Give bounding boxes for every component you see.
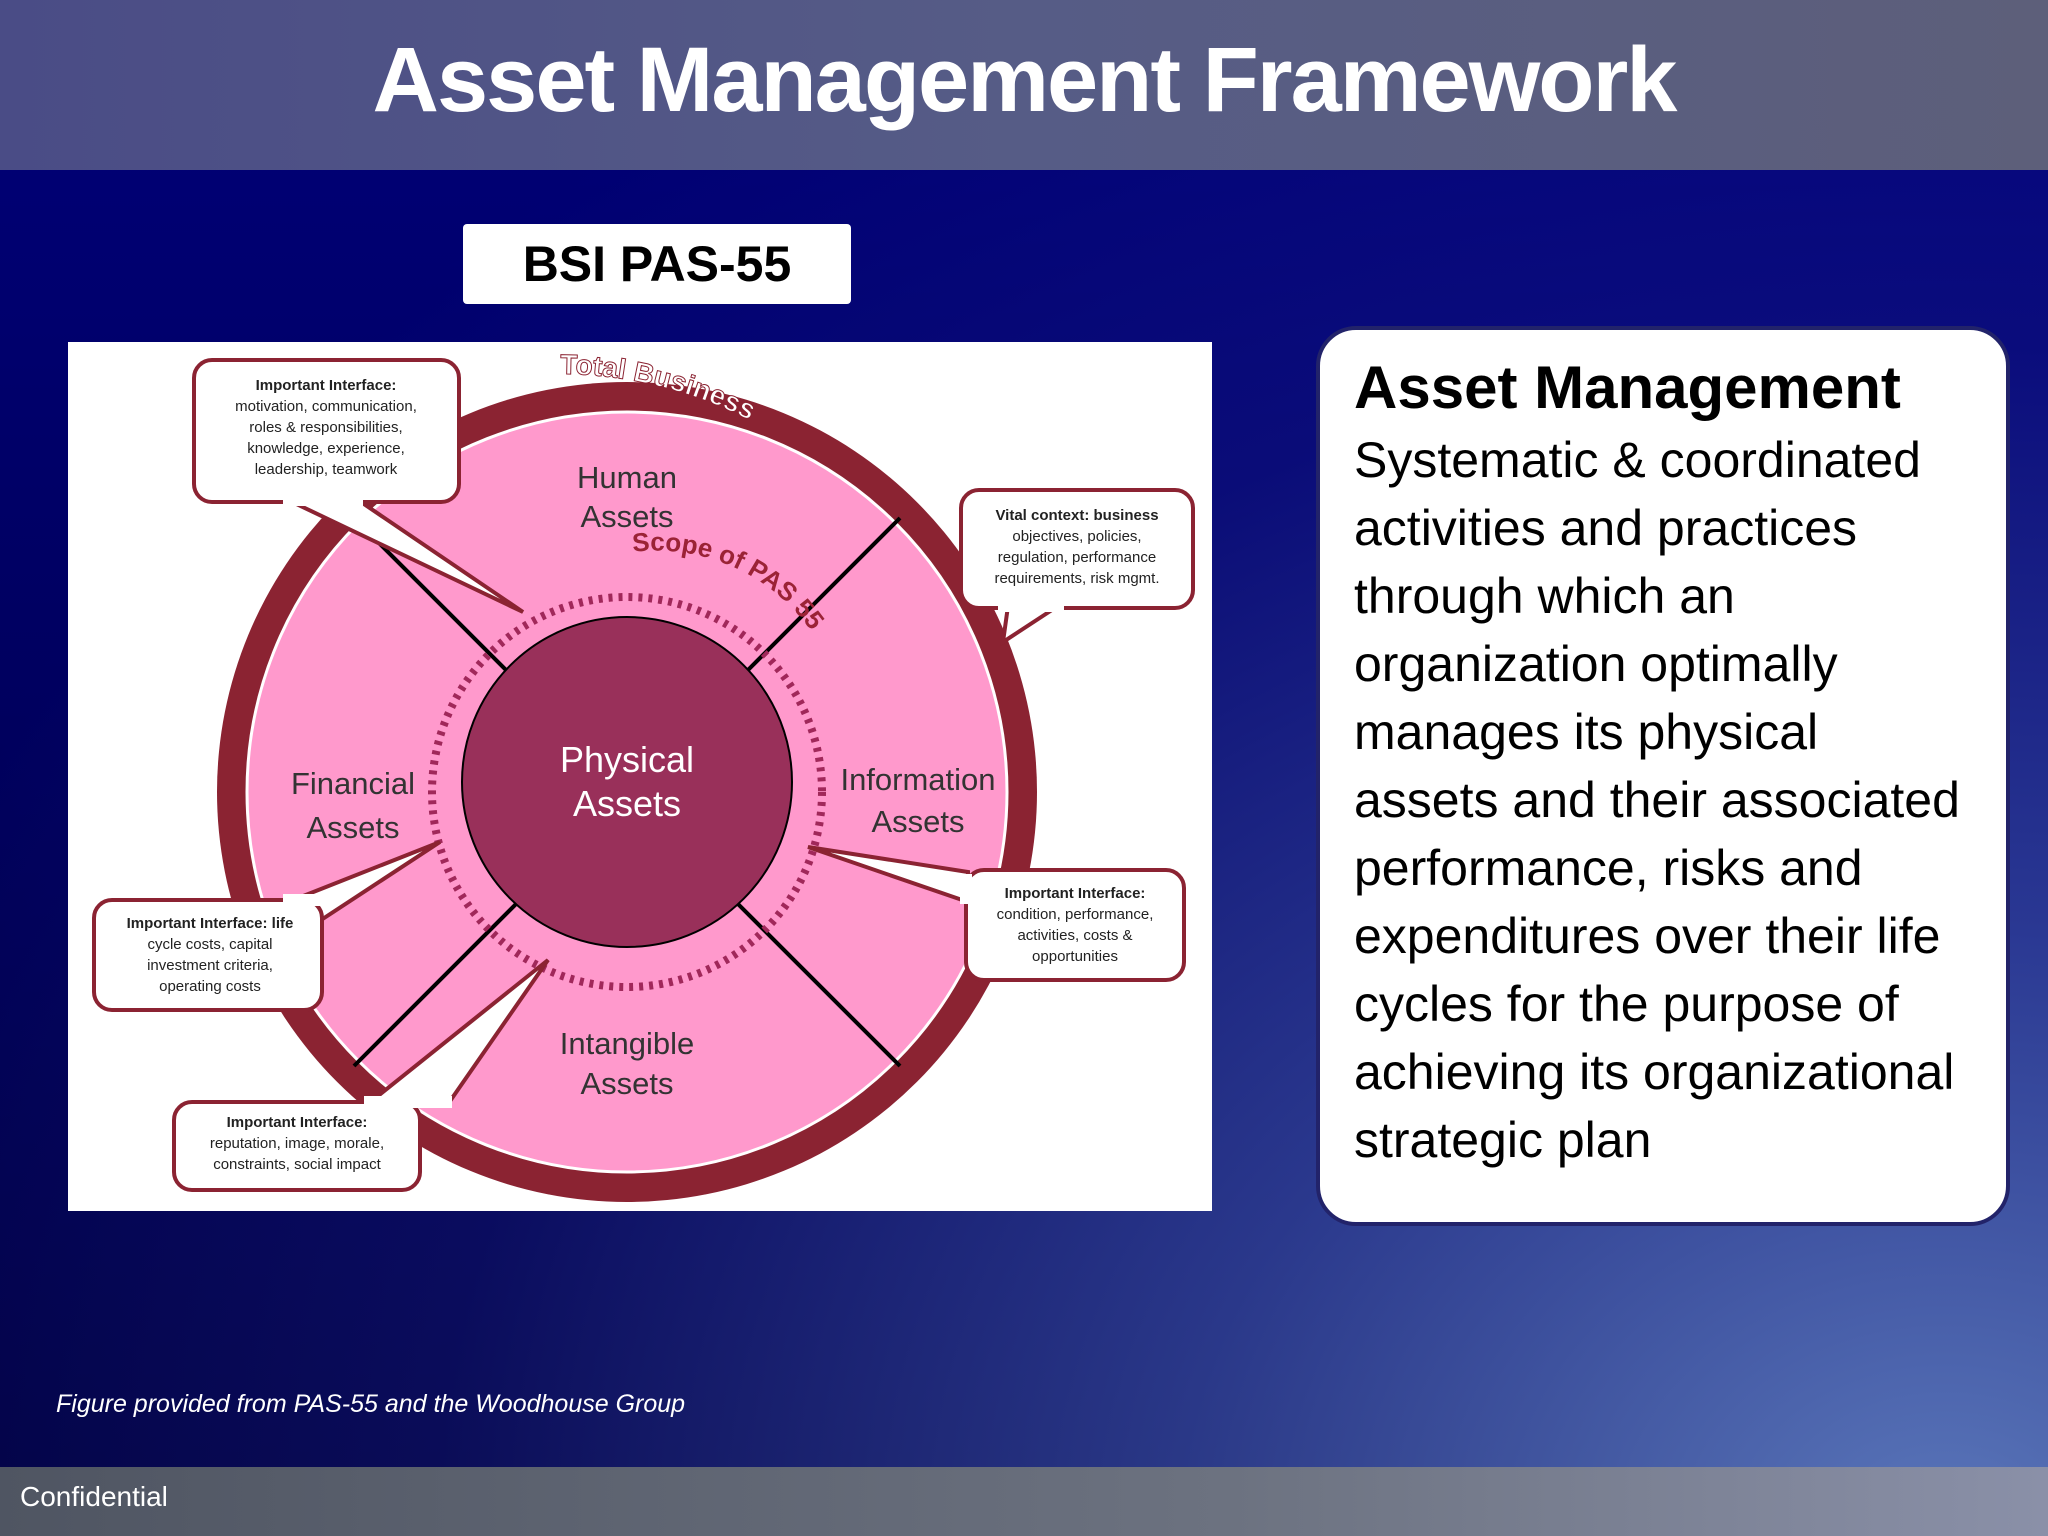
footer-bar: Confidential bbox=[0, 1467, 2048, 1536]
callout-top-right: Vital context: business objectives, poli… bbox=[959, 488, 1195, 647]
figure-caption: Figure provided from PAS-55 and the Wood… bbox=[56, 1390, 686, 1418]
human-assets-line1: Human bbox=[577, 460, 677, 495]
callout-right: Important Interface: condition, performa… bbox=[807, 845, 1186, 982]
callout-bottom: Important Interface: reputation, image, … bbox=[172, 958, 550, 1192]
svg-text:requirements, risk mgmt.: requirements, risk mgmt. bbox=[994, 570, 1159, 587]
title-bar: Asset Management Framework bbox=[0, 0, 2048, 170]
svg-text:objectives, policies,: objectives, policies, bbox=[1012, 528, 1141, 545]
svg-text:opportunities: opportunities bbox=[1032, 948, 1118, 965]
intangible-assets-line1: Intangible bbox=[560, 1026, 694, 1061]
information-assets-line1: Information bbox=[840, 762, 995, 797]
svg-text:motivation, communication,: motivation, communication, bbox=[235, 398, 417, 415]
financial-assets-line2: Assets bbox=[306, 810, 399, 845]
svg-text:leadership, teamwork: leadership, teamwork bbox=[255, 461, 398, 478]
definition-card: Asset Management Systematic & coordinate… bbox=[1316, 326, 2010, 1226]
callout-left: Important Interface: life cycle costs, c… bbox=[92, 840, 442, 1012]
svg-text:Important Interface:: Important Interface: bbox=[256, 377, 397, 394]
svg-text:reputation, image, morale,: reputation, image, morale, bbox=[210, 1135, 384, 1152]
svg-text:cycle costs, capital: cycle costs, capital bbox=[147, 936, 272, 953]
standard-badge: BSI PAS-55 bbox=[463, 224, 851, 304]
svg-text:investment criteria,: investment criteria, bbox=[147, 957, 273, 974]
intangible-assets-line2: Assets bbox=[580, 1066, 673, 1101]
center-circle bbox=[461, 616, 793, 948]
information-assets-line2: Assets bbox=[871, 804, 964, 839]
slide-title: Asset Management Framework bbox=[372, 29, 1678, 131]
human-assets-line2: Assets bbox=[580, 499, 673, 534]
center-label-line1: Physical bbox=[560, 739, 694, 780]
callout-top-left: Important Interface: motivation, communi… bbox=[192, 358, 525, 614]
definition-body: Systematic & coordinated activities and … bbox=[1354, 432, 1960, 1168]
svg-text:Important Interface: life: Important Interface: life bbox=[127, 915, 294, 932]
svg-text:Important Interface:: Important Interface: bbox=[1005, 885, 1146, 902]
svg-text:regulation, performance: regulation, performance bbox=[998, 549, 1156, 566]
divider-se bbox=[716, 882, 902, 1068]
svg-text:condition, performance,: condition, performance, bbox=[997, 906, 1154, 923]
svg-text:Important Interface:: Important Interface: bbox=[227, 1114, 368, 1131]
confidential-label: Confidential bbox=[20, 1481, 168, 1512]
svg-text:operating costs: operating costs bbox=[159, 978, 261, 995]
center-label-line2: Assets bbox=[573, 783, 681, 824]
scope-boundary bbox=[428, 593, 826, 991]
definition-title: Asset Management bbox=[1354, 354, 1901, 421]
svg-text:Vital context: business: Vital context: business bbox=[995, 507, 1158, 524]
pas55-diagram: Total Business Scope of PAS 55 Physical … bbox=[68, 342, 1212, 1211]
svg-text:activities, costs &: activities, costs & bbox=[1017, 927, 1132, 944]
svg-text:roles & responsibilities,: roles & responsibilities, bbox=[249, 419, 402, 436]
svg-text:constraints, social impact: constraints, social impact bbox=[213, 1156, 381, 1173]
divider-sw bbox=[352, 882, 538, 1068]
svg-text:knowledge, experience,: knowledge, experience, bbox=[247, 440, 405, 457]
financial-assets-line1: Financial bbox=[291, 766, 415, 801]
